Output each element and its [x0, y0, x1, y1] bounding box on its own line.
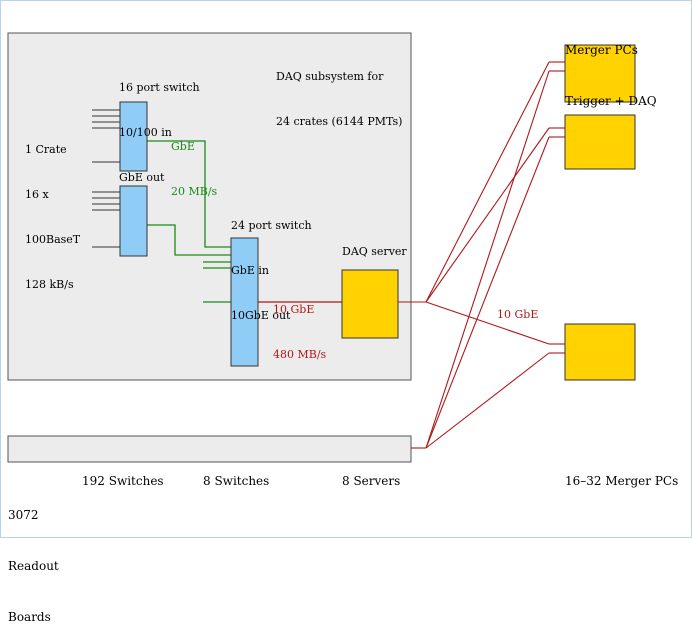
merger-count-label: 16–32 Merger PCs: [565, 474, 679, 488]
gbe-label-line-2: 20 MB/s: [171, 185, 218, 198]
readout-label-line-3: Boards: [8, 610, 51, 624]
merger-title-line-1: Merger PCs: [565, 43, 638, 57]
readout-label-line-1: 3072: [8, 508, 39, 522]
switch24-label: 24 port switch GbE in 10GbE out: [231, 188, 312, 338]
switch16-label-line-1: 16 port switch: [119, 81, 200, 94]
merger-title-line-2: Trigger + DAQ: [565, 94, 657, 108]
switches-192-label: 192 Switches: [82, 474, 164, 488]
switch-16-port-2: [119, 185, 148, 257]
tengbe-link-label: 10 GbE: [497, 308, 539, 321]
crate-links-1: [92, 109, 120, 163]
subsystem-title-line-2: 24 crates (6144 PMTs): [276, 115, 403, 128]
merger-pc-3: [564, 323, 636, 381]
crate-label-line-1: 1 Crate: [25, 143, 67, 156]
servers-8-label: 8 Servers: [342, 474, 401, 488]
switch16-label-line-2: 10/100 in: [119, 126, 172, 139]
gbe-label: GbE 20 MB/s: [171, 109, 217, 214]
switch-24-port: [230, 237, 259, 367]
tengbe-label-line-1: 10 GbE: [273, 303, 315, 316]
remaining-crates-panel: [7, 435, 412, 463]
switch16-label: 16 port switch 10/100 in GbE out: [119, 50, 200, 200]
switches-8-label: 8 Switches: [203, 474, 270, 488]
gbe-links: [147, 140, 231, 303]
daq-server-label: DAQ server: [342, 245, 407, 258]
crate-links-2: [92, 191, 120, 248]
readout-label-line-2: Readout: [8, 559, 59, 573]
tengbe-label-line-2: 480 MB/s: [273, 348, 327, 361]
gbe-label-line-1: GbE: [171, 140, 195, 153]
readout-boards-label: 3072 Readout Boards: [8, 473, 59, 643]
switch24-label-line-3: 10GbE out: [231, 309, 291, 322]
merger-title: Merger PCs Trigger + DAQ: [565, 8, 657, 127]
merger-pc-1: [564, 44, 636, 103]
switch24-label-line-2: GbE in: [231, 264, 269, 277]
tengbe-label: 10 GbE 480 MB/s: [273, 272, 326, 377]
crate-label-line-2: 16 x: [25, 188, 49, 201]
daq-server: [341, 269, 399, 339]
merger-pc-2: [564, 114, 636, 170]
crate-label: 1 Crate 16 x 100BaseT 128 kB/s: [25, 112, 80, 307]
tengbe-fanout-links: [398, 61, 565, 449]
crate-label-line-4: 128 kB/s: [25, 278, 74, 291]
subsystem-title: DAQ subsystem for 24 crates (6144 PMTs): [276, 39, 402, 144]
switch16-label-line-3: GbE out: [119, 171, 165, 184]
switch-16-port-1: [119, 101, 148, 172]
crate-label-line-3: 100BaseT: [25, 233, 81, 246]
subsystem-title-line-1: DAQ subsystem for: [276, 70, 384, 83]
daq-diagram: [7, 32, 636, 463]
switch24-label-line-1: 24 port switch: [231, 219, 312, 232]
